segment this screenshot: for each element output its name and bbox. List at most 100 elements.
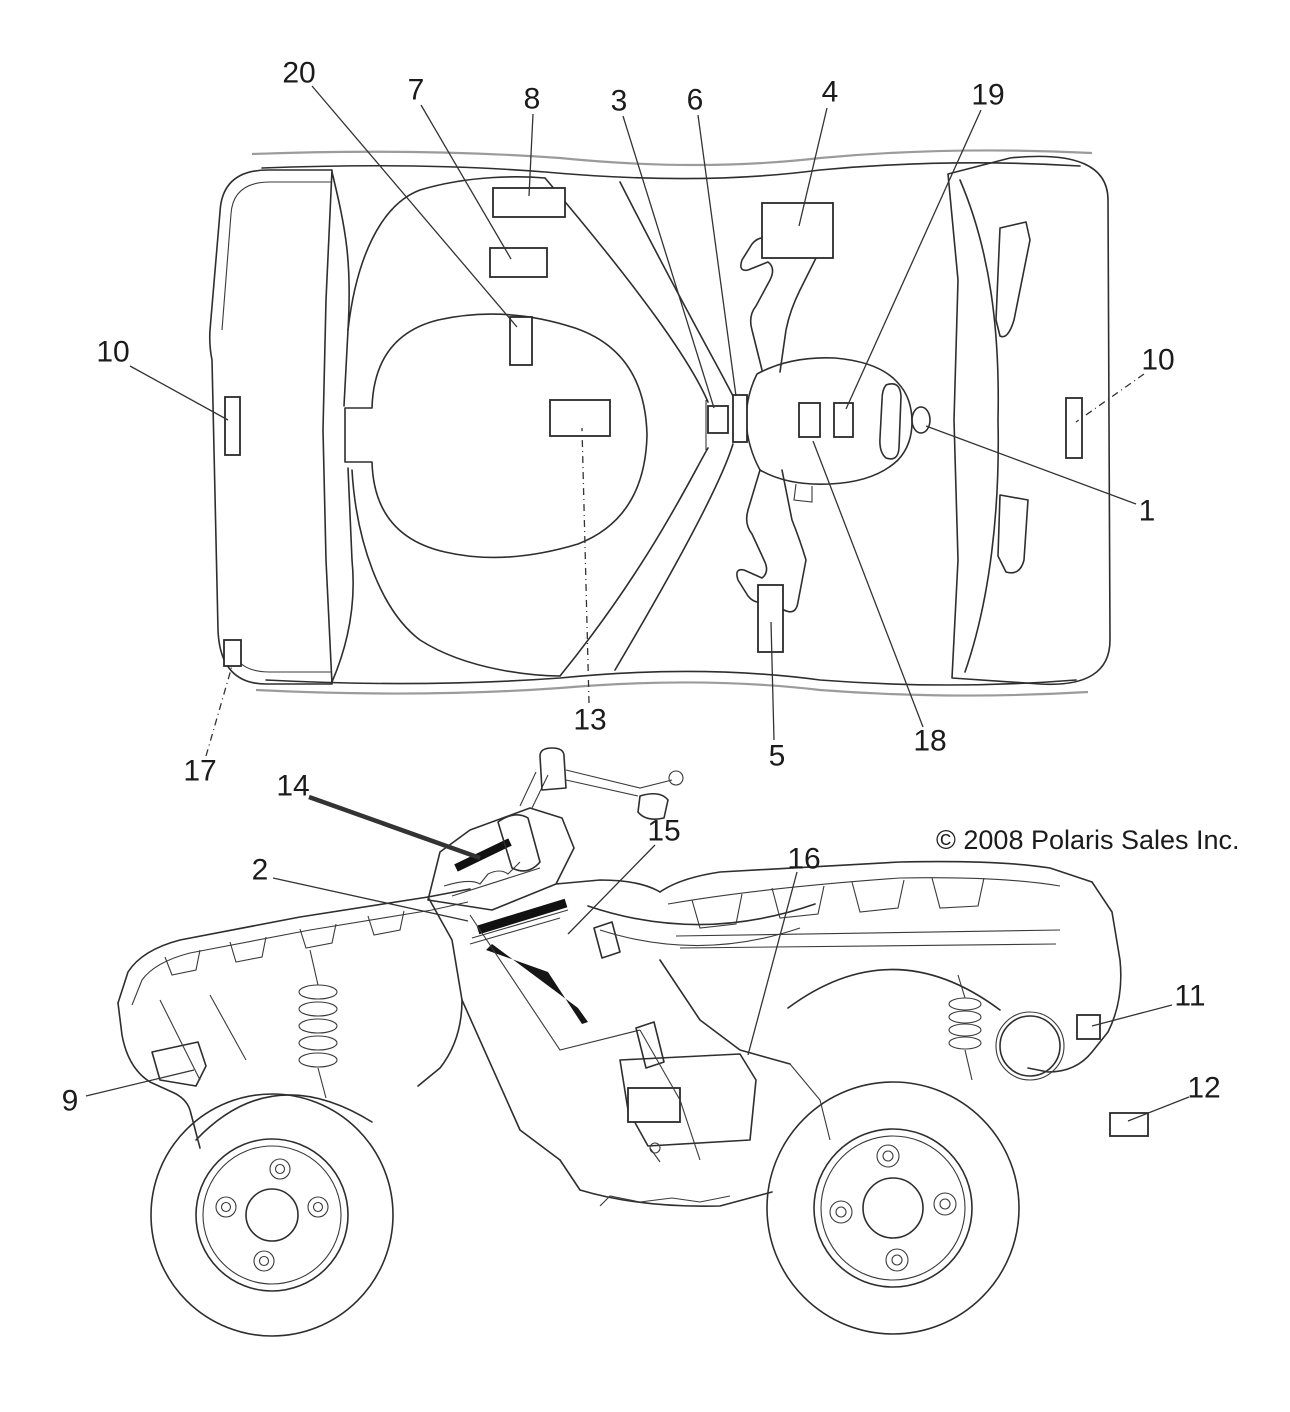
callout-leader-15-15 — [567, 844, 656, 935]
muffler-ring — [995, 1011, 1065, 1081]
decal-stripe-14 — [454, 838, 512, 872]
right-rack-slot-lower — [997, 494, 1029, 574]
funnel-line-4 — [614, 443, 734, 671]
body-bottom-edge — [265, 670, 1077, 686]
front-coil-1 — [298, 984, 338, 1000]
front-fender-face — [117, 1002, 201, 1149]
callout-leader-12-12 — [1127, 1096, 1190, 1122]
rear-lug-4b — [939, 1198, 951, 1210]
brake-lever-2 — [565, 779, 639, 797]
muffler-end — [999, 1015, 1061, 1077]
front-lug-4 — [307, 1196, 329, 1218]
callout-leader-19-19 — [845, 109, 982, 410]
callout-leader-10-9 — [129, 365, 229, 421]
steering-stem-2 — [531, 774, 549, 809]
callout-leader-16-16 — [747, 871, 798, 1056]
callout-label-9-8: 9 — [62, 1085, 79, 1118]
drain-bolt — [649, 1142, 661, 1154]
decal-rect-12 — [1109, 1112, 1149, 1137]
rear-lug-1b — [882, 1150, 894, 1162]
left-rack-inner-top — [221, 181, 332, 331]
callout-leader-1-0 — [925, 425, 1137, 505]
front-coil-2 — [298, 1001, 338, 1017]
front-shock-top — [309, 949, 319, 986]
console-pod — [745, 357, 913, 486]
front-lug-3b — [258, 1255, 270, 1267]
callout-label-7-6: 7 — [408, 74, 425, 107]
dash-crease — [451, 867, 541, 897]
callout-label-16-16: 16 — [787, 843, 820, 876]
rear-lug-4 — [933, 1192, 957, 1216]
decal-rect-11 — [1076, 1014, 1101, 1040]
left-rack — [208, 169, 333, 685]
front-tire — [150, 1093, 394, 1337]
rear-rim-outer — [813, 1128, 973, 1288]
callout-leader-6-5 — [697, 114, 737, 397]
rear-coil-2 — [948, 1010, 982, 1024]
throttle-block — [637, 792, 669, 820]
engine-label-box — [627, 1087, 681, 1123]
callout-leader-3-2 — [622, 115, 715, 409]
left-fender-line — [331, 171, 350, 407]
decal-v-stripe-2 — [486, 944, 588, 1024]
rear-rack-tooth-3 — [851, 879, 905, 913]
inner-panel-bottom — [351, 469, 561, 677]
callout-leader-13-13 — [581, 427, 590, 704]
front-shock-bottom — [317, 1067, 327, 1099]
front-lug-1b — [274, 1163, 286, 1175]
fuel-cap — [911, 406, 931, 434]
callout-leader-7-6 — [420, 104, 512, 260]
callout-label-15-15: 15 — [647, 815, 680, 848]
callout-label-5-4: 5 — [769, 740, 786, 773]
callout-leader-8-7 — [528, 113, 534, 197]
callout-label-6-5: 6 — [687, 84, 704, 117]
handlebar-lower — [736, 469, 807, 613]
seat-under — [599, 927, 801, 947]
rear-lug-2b — [835, 1206, 847, 1218]
frame-diag-2 — [639, 1029, 701, 1161]
callout-label-19-19: 19 — [971, 79, 1004, 112]
decal-rect-10-right — [1065, 397, 1083, 459]
decal-rect-4 — [761, 202, 834, 259]
left-rack-inner-bottom — [231, 644, 332, 673]
front-coil-4 — [298, 1035, 338, 1051]
decal-rect-10-left — [224, 396, 241, 456]
tank-stripe-echo-1 — [471, 909, 569, 939]
front-rack-top — [117, 888, 471, 1004]
decal-rect-6 — [732, 394, 748, 443]
front-body-side — [417, 896, 463, 1087]
callout-label-20-20: 20 — [282, 57, 315, 90]
copyright-notice: © 2008 Polaris Sales Inc. — [936, 825, 1240, 855]
left-fender-line-lower — [331, 467, 354, 683]
front-rack-tooth-3 — [299, 923, 337, 949]
front-rim-inner — [202, 1145, 342, 1285]
rear-coil-3 — [948, 1023, 982, 1037]
rear-rack-top — [659, 860, 1093, 893]
front-coil-5 — [298, 1052, 338, 1068]
rear-rack-tooth-1 — [691, 893, 743, 929]
front-rack-tooth-4 — [367, 910, 405, 936]
seat-top — [587, 903, 816, 926]
top-rail — [251, 149, 1093, 167]
pod-tab — [793, 483, 813, 503]
funnel-line-1 — [544, 177, 709, 403]
center-opening — [344, 313, 648, 559]
grip-cylinder — [539, 747, 567, 791]
front-lug-1 — [269, 1158, 291, 1180]
right-body-edge — [959, 179, 1000, 673]
decal-rect-13 — [549, 399, 611, 437]
callout-leader-9-8 — [85, 1069, 195, 1097]
rear-coil-1 — [948, 997, 982, 1011]
front-lug-4b — [312, 1201, 324, 1213]
top-view — [208, 149, 1111, 697]
front-wheel-arch — [195, 1094, 373, 1141]
front-fender-line-1 — [159, 999, 201, 1081]
callout-label-13-13: 13 — [573, 704, 606, 737]
front-hub — [245, 1188, 299, 1242]
drain-bolt-shank — [649, 1147, 661, 1163]
callout-leader-2-1 — [272, 877, 469, 922]
callout-label-18-18: 18 — [913, 725, 946, 758]
